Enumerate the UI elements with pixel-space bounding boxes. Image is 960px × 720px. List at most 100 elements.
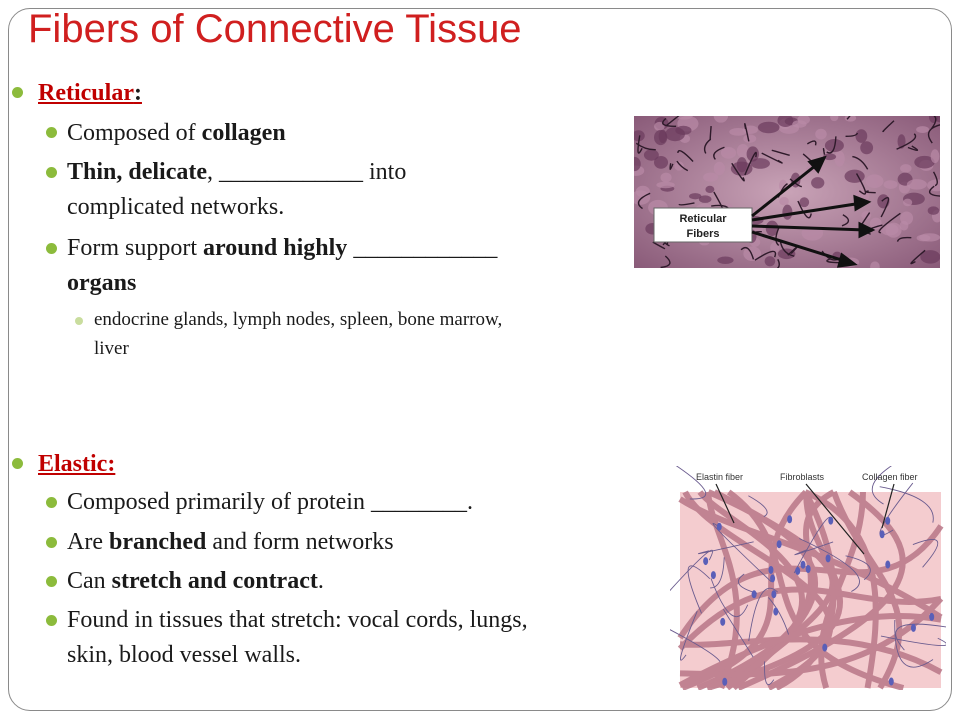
bullet-dot [46,537,57,548]
cell-texture [830,116,839,122]
reticular-bullet-3-line2: organs [67,266,136,300]
reticular-fiber-texture [713,146,725,160]
arrow-head [858,221,876,239]
reticular-fiber-texture [845,132,859,138]
pointer-arrow [751,160,821,218]
cell-texture [736,144,749,158]
cell-texture [713,116,728,123]
elastin-fiber-texture [894,619,934,668]
text: Form support [67,235,204,261]
cell-texture [717,256,734,264]
cell-texture [743,246,762,262]
elastin-fiber-texture [879,486,934,523]
reticular-bullet-1: Composed of collagen [67,116,286,150]
cell-texture [900,164,912,173]
reticular-fiber-texture [931,116,937,130]
bold-text: around highly [203,235,348,261]
reticular-heading-colon: : [133,80,142,106]
reticular-label-line1: Reticular [679,213,727,225]
fill-blank: ____________ [219,159,364,185]
arrow-head [807,155,827,174]
reticular-fiber-texture [709,126,712,141]
fibroblast-nucleus [828,516,834,525]
elastin-fiber-texture [670,549,714,592]
elastin-fiber-texture [670,629,721,662]
reticular-fiber-texture [637,192,651,210]
cell-texture [658,129,667,144]
fibroblast-nucleus [885,560,891,569]
cell-texture [919,233,940,242]
collagen-fiber-texture [705,491,740,690]
cell-texture [660,172,672,183]
cell-texture [906,179,927,190]
fibroblast-nucleus [822,643,828,652]
bullet-dot [12,458,23,469]
cell-texture [883,180,898,189]
reticular-fiber-texture [754,250,777,261]
cell-texture [720,147,737,159]
text: . [466,489,473,515]
fibroblast-nucleus [770,574,776,583]
cell-texture [782,204,793,220]
cell-texture [757,121,780,134]
fibroblast-nucleus [825,554,831,563]
cell-texture [743,134,757,143]
cell-texture [764,256,776,267]
collagen-fiber-texture [678,496,943,620]
collagen-fiber-label: Collagen fiber [862,472,918,482]
slide-title: Fibers of Connective Tissue [28,7,522,51]
cell-texture [746,146,759,162]
cell-texture [880,223,899,236]
cell-texture [654,121,665,131]
cell-texture [730,161,753,176]
fibroblast-nucleus [720,617,726,626]
bullet-dot [46,167,57,178]
elastin-fiber-texture [871,466,893,505]
fibroblast-nucleus [773,607,779,616]
fibroblast-nucleus [805,565,811,574]
reticular-fiber-texture [677,150,694,162]
cell-texture [665,127,685,142]
elastin-fiber-texture [712,522,772,583]
fibroblast-nucleus [888,677,894,686]
reticular-bullet-2: Thin, delicate, ____________ into [67,155,406,189]
reticular-sub-bullet-line2: liver [94,338,129,359]
fibroblast-nucleus [885,516,891,525]
text: , [207,159,220,185]
cell-texture [920,250,940,264]
cell-texture [870,261,880,268]
cell-texture [916,126,930,133]
collagen-fiber-texture [737,489,906,690]
bold-text: organs [67,270,137,296]
cell-texture [860,141,874,155]
cell-texture [777,248,796,260]
reticular-label-line2: Fibers [686,228,719,240]
cell-texture [900,211,914,225]
arrow-head [853,194,872,212]
cell-texture [930,149,940,164]
reticular-fiber-texture [896,133,917,150]
cell-texture [705,185,715,194]
fibroblast-nucleus [929,612,935,621]
cell-texture [779,197,789,206]
reticular-sub-bullet: endocrine glands, lymph nodes, spleen, b… [94,309,503,330]
cell-texture [855,129,868,143]
reticular-fiber-texture [932,171,938,187]
reticular-fiber-texture [662,117,677,127]
collagen-fiber-texture [679,636,943,675]
fibroblast-nucleus [879,530,885,539]
reticular-label-box [653,207,753,243]
fibroblast-nucleus [751,590,757,599]
elastic-bullet-1: Composed primarily of protein ________. [67,485,473,519]
elastin-fiber-texture [680,610,698,661]
cell-texture [729,128,747,136]
elastic-diagram-svg: Elastin fiber Fibroblasts Collagen fiber [670,466,946,690]
fibroblast-nucleus [795,566,801,575]
reticular-fiber-texture [761,152,783,164]
cell-texture [903,198,913,207]
cell-texture [927,206,940,215]
cell-texture [653,156,669,169]
reticular-fiber-texture [910,249,926,265]
collagen-fiber-texture [726,489,905,690]
fibroblast-nucleus [800,560,806,569]
